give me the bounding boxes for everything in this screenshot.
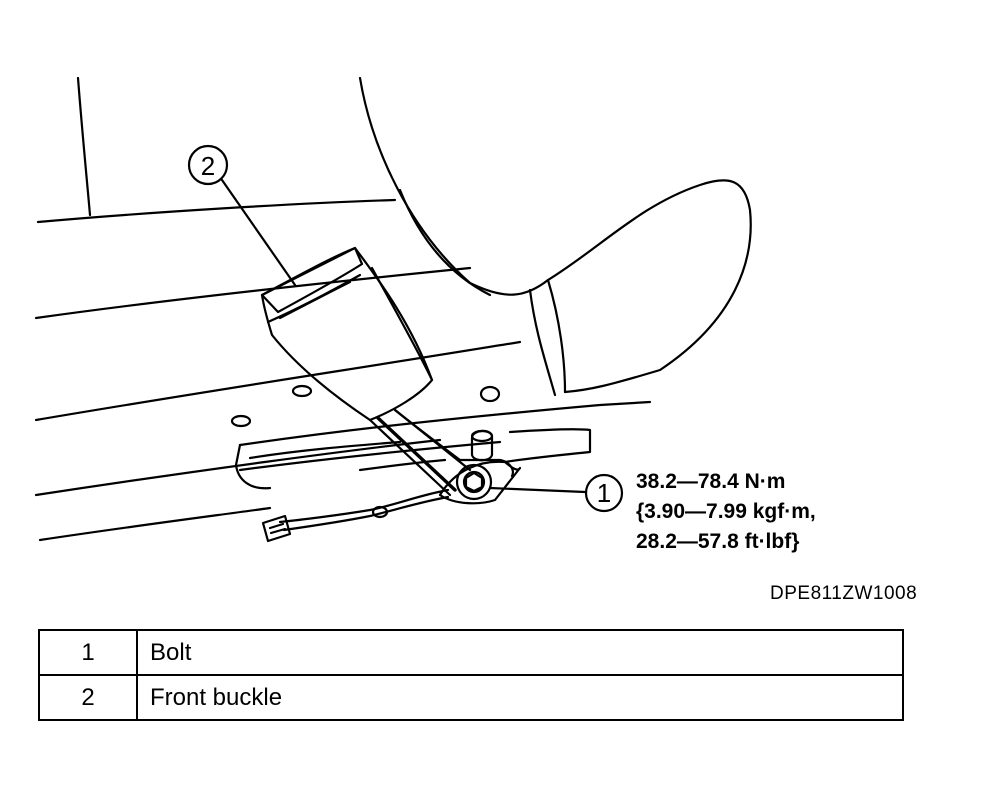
harness-clip (371, 505, 389, 519)
anchor-plate (438, 460, 522, 505)
buckle-slot-2 (278, 280, 352, 320)
harness-wire (278, 488, 450, 524)
torque-line-ftlbf: 28.2—57.8 ft·lbf} (636, 530, 800, 553)
seat-back-bottom (36, 198, 397, 224)
locator-pin (470, 429, 494, 462)
callout-leader-bolt (488, 486, 587, 494)
figure-code: DPE811ZW1008 (770, 583, 918, 604)
rail-slot-2 (248, 440, 402, 460)
part-name: Front buckle (136, 674, 904, 721)
buckle-edge (370, 266, 434, 382)
bolt-hex (464, 471, 484, 493)
rail-lower (238, 440, 502, 472)
buckle-face (260, 246, 364, 314)
harness-connector (261, 514, 292, 543)
seat-cushion (358, 76, 752, 394)
torque-line-nm: 38.2—78.4 N·m (636, 470, 786, 493)
rail-slot (358, 458, 447, 472)
torque-line-kgfm: {3.90—7.99 kgf·m, (636, 500, 816, 523)
seat-side-trim (528, 288, 557, 397)
connector-pins (268, 522, 287, 535)
seat-cushion-inner (398, 188, 492, 297)
callout-circle-bolt (584, 473, 624, 513)
floor-line-4 (38, 506, 272, 542)
seat-belt-buckle-illustration: 1 2 (34, 76, 752, 543)
floor-line-3 (34, 438, 442, 497)
rail-upper (238, 400, 652, 447)
stalk-plate (393, 408, 514, 478)
callout-circle-buckle (187, 144, 229, 186)
mounting-hole (230, 414, 252, 428)
mounting-hole (291, 384, 313, 398)
callout-leader-buckle (220, 178, 297, 287)
parts-legend-table: 1 Bolt 2 Front buckle (38, 629, 904, 721)
part-number: 2 (38, 674, 138, 721)
seat-back-edge (76, 76, 92, 217)
floor-line-2 (34, 340, 522, 422)
table-row: 2 Front buckle (38, 674, 904, 721)
seat-cushion-fold (546, 278, 567, 394)
harness-wire-2 (282, 495, 450, 532)
torque-specification: 38.2—78.4 N·m {3.90—7.99 kgf·m, 28.2—57.… (636, 467, 816, 557)
locator-pin-top (470, 429, 494, 443)
rail-end (234, 443, 272, 490)
part-name: Bolt (136, 629, 904, 676)
floor-line-1 (34, 266, 472, 320)
bolt-head (455, 463, 493, 501)
buckle-slot (266, 273, 362, 324)
rail-right-step (503, 428, 592, 464)
callout-number-bolt: 1 (597, 478, 611, 508)
buckle-stalk-inner (376, 416, 457, 492)
callout-number-buckle: 2 (201, 151, 215, 181)
table-row: 1 Bolt (38, 629, 904, 676)
mounting-hole (479, 385, 501, 403)
part-number: 1 (38, 629, 138, 676)
